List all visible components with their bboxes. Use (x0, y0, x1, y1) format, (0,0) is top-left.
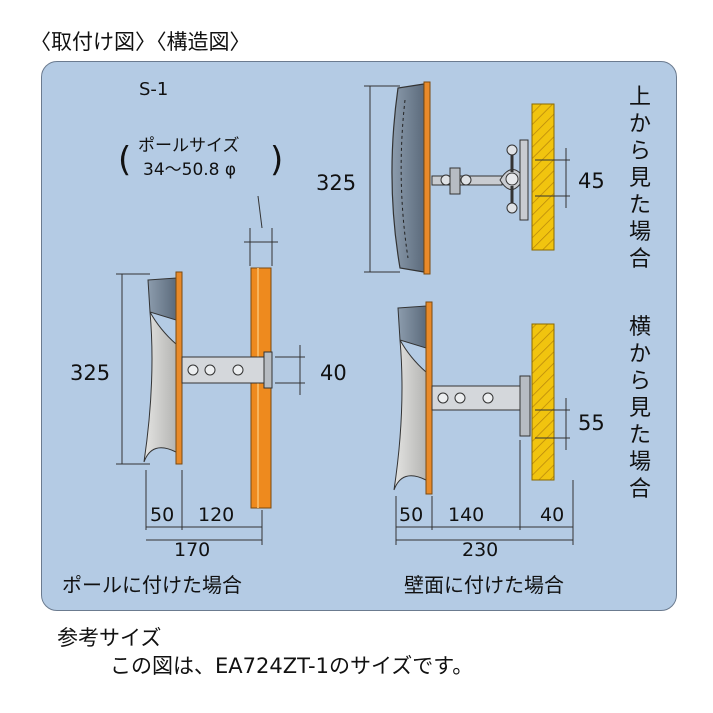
dim-wall-depth-a: 50 (399, 504, 423, 526)
svg-text:た: た (629, 193, 651, 218)
dim-wall-depth-c: 40 (540, 504, 564, 526)
reference-size-label: 参考サイズ (57, 626, 162, 650)
top-nut-a (449, 167, 461, 195)
svg-text:ら: ら (629, 139, 651, 164)
top-wall (531, 103, 555, 251)
model-label: S-1 (139, 79, 168, 100)
top-bolt-2 (460, 174, 472, 186)
svg-text:か: か (629, 112, 651, 137)
pole-mirror-face (143, 311, 177, 463)
wall-mirror-rim (425, 301, 433, 495)
pole-size-paren-open: ( (118, 140, 131, 180)
side-view-label: 横 か ら 見 た 場 合 (629, 315, 651, 502)
svg-text:合: 合 (629, 477, 651, 502)
top-view-label: 上 か ら 見 た 場 合 (629, 85, 651, 272)
pole-bolt-2 (204, 364, 216, 376)
top-view-group (364, 81, 570, 275)
dim-wall-depth-b: 140 (448, 504, 484, 526)
top-mirror-body (391, 83, 425, 273)
pole-mirror-rim (175, 271, 183, 465)
header-mount-diagram: 〈取付け図〉 (30, 30, 156, 54)
dim-pole-depth-a: 50 (150, 504, 174, 526)
pole-bolt-3 (232, 364, 244, 376)
pole-view-group (116, 195, 305, 545)
svg-text:場: 場 (629, 220, 651, 245)
svg-text:上: 上 (629, 85, 651, 110)
svg-text:場: 場 (629, 450, 651, 475)
svg-text:見: 見 (629, 396, 651, 421)
dim-wall-total: 230 (462, 539, 498, 561)
pole-size-line1: ポールサイズ (138, 136, 240, 156)
svg-text:か: か (629, 342, 651, 367)
svg-text:ら: ら (629, 369, 651, 394)
top-plate (519, 139, 529, 221)
wall-mirror-hood (397, 305, 427, 349)
reference-size-note: この図は、EA724ZT-1のサイズです。 (110, 654, 474, 678)
top-clamp-bolt (505, 172, 519, 186)
page-header: 〈取付け図〉〈構造図〉 (30, 26, 251, 56)
top-mirror-inner-curve (400, 99, 409, 259)
caption-pole: ポールに付けた場合 (62, 573, 242, 597)
dim-top-bracket: 45 (578, 169, 605, 193)
pole-clamp (263, 351, 273, 389)
dim-pole-total: 170 (174, 539, 210, 561)
wall-bolt-1 (437, 392, 449, 404)
dim-pole-bracket: 40 (320, 361, 347, 385)
header-structure-diagram: 〈構造図〉 (156, 30, 251, 54)
top-mirror-rim (423, 81, 431, 275)
pole-size-paren-close: ) (270, 140, 283, 180)
dim-pole-height: 325 (70, 361, 110, 385)
top-nut-1 (506, 144, 518, 156)
dim-top-height: 325 (316, 171, 356, 195)
pole-mirror-hood (147, 277, 177, 321)
top-nut-2 (506, 202, 518, 214)
svg-text:横: 横 (629, 315, 651, 340)
svg-text:た: た (629, 423, 651, 448)
diagram-panel (41, 61, 677, 611)
wall-wall (531, 323, 555, 481)
svg-text:合: 合 (629, 247, 651, 272)
svg-text:見: 見 (629, 166, 651, 191)
wall-bolt-2 (454, 392, 466, 404)
pole-bolt-1 (187, 364, 199, 376)
caption-wall: 壁面に付けた場合 (404, 573, 564, 597)
wall-view-group (393, 301, 574, 545)
wall-plate (519, 375, 531, 437)
pole-size-line2: 34〜50.8 φ (143, 160, 236, 180)
dim-pole-depth-b: 120 (198, 504, 234, 526)
dim-wall-bracket: 55 (578, 411, 605, 435)
wall-bolt-3 (482, 392, 494, 404)
wall-mirror-face (393, 339, 427, 491)
